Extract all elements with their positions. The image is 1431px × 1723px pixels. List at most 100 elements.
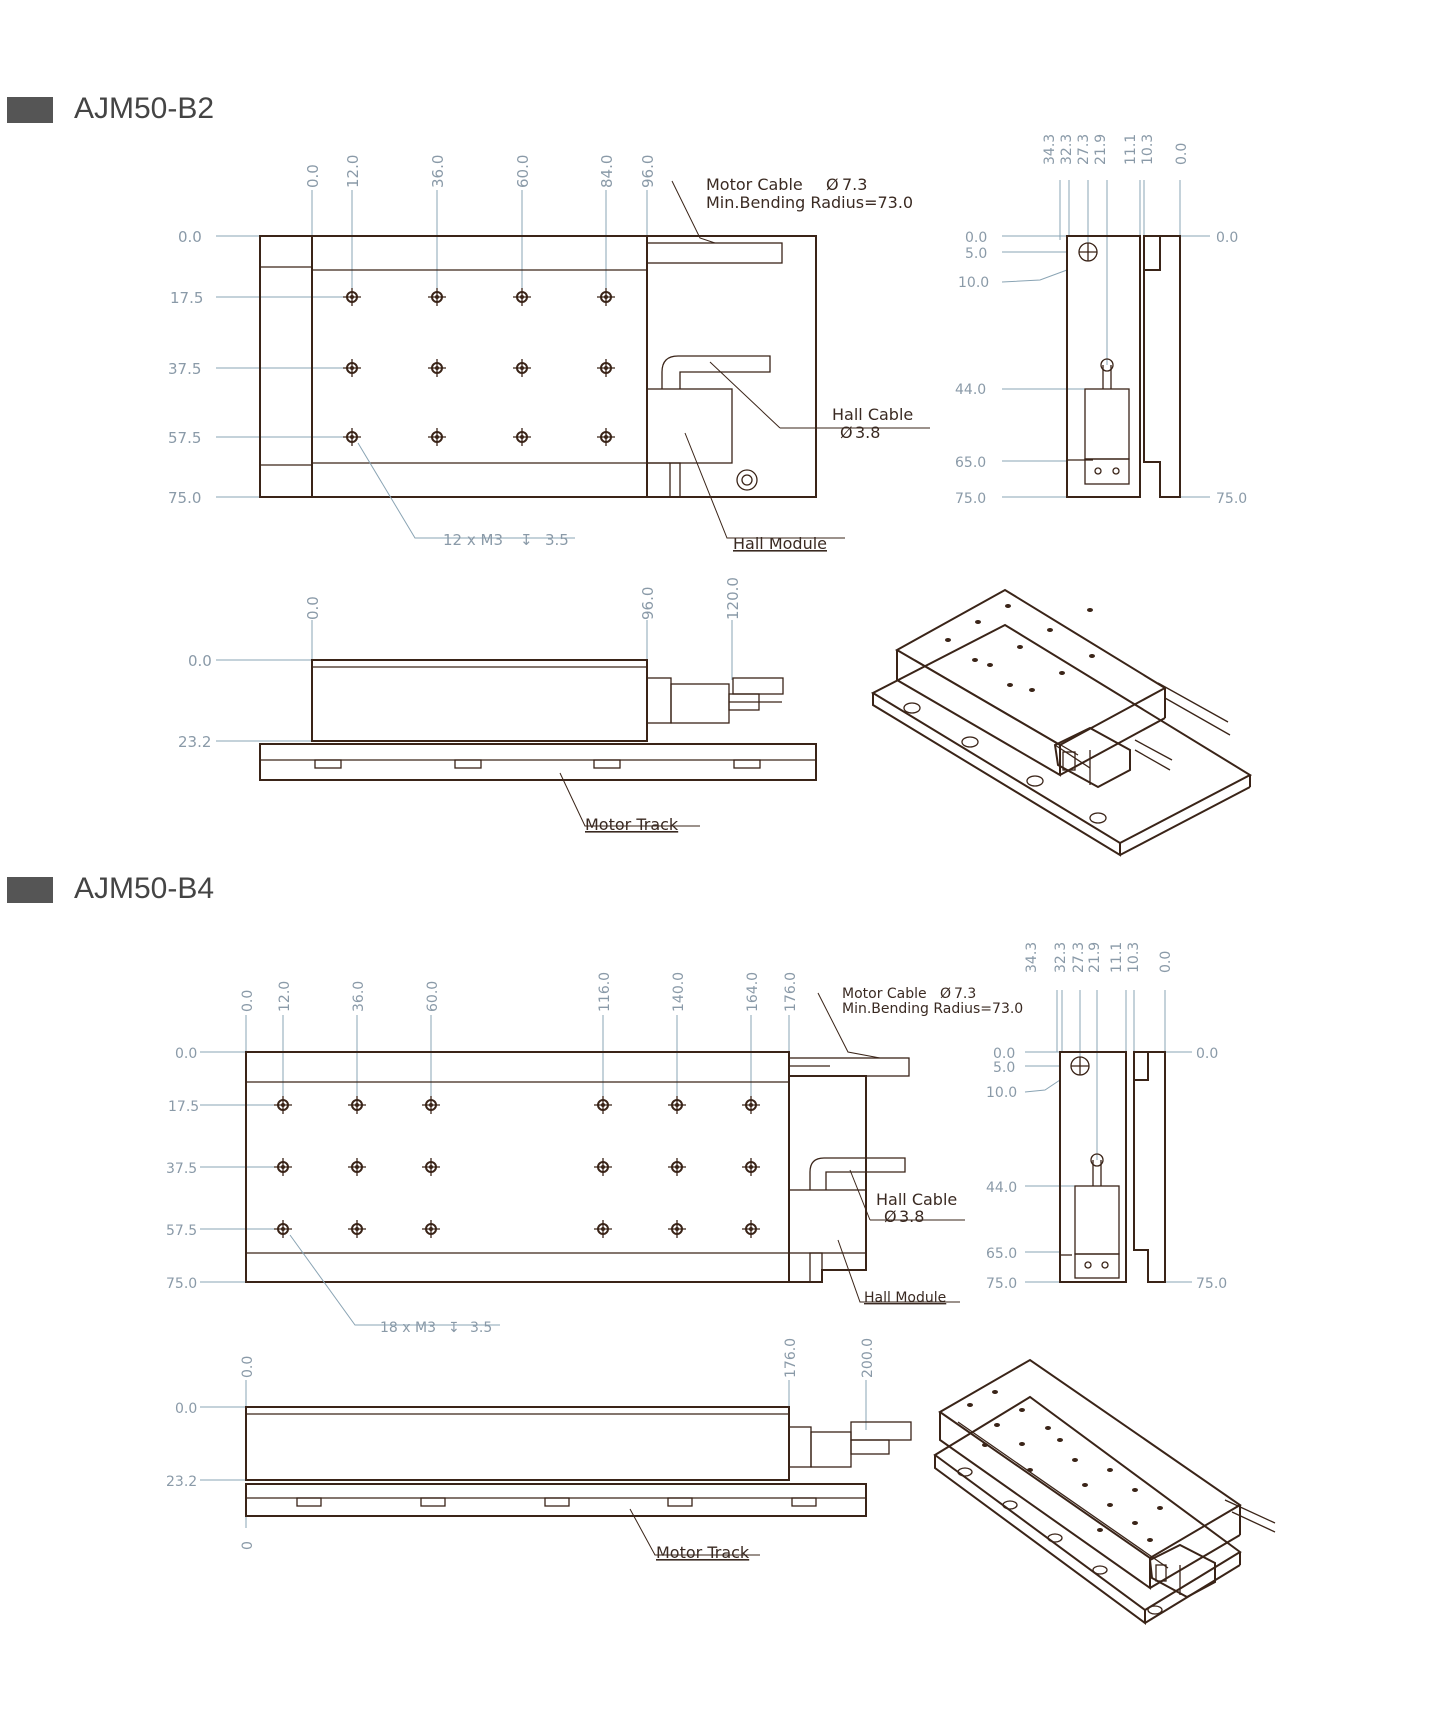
dim-y-0: 0.0: [178, 228, 202, 246]
b4-side-dim-27: 27.3: [1071, 942, 1087, 973]
front-y-23: 23.2: [178, 733, 211, 751]
b4-front-view: 0.0 176.0 200.0 0.0 23.2 0 Motor Track: [166, 1338, 912, 1562]
iso-hole: [994, 1423, 1000, 1427]
iso-hole: [1082, 1483, 1088, 1487]
side-l-44: 44.0: [955, 382, 986, 398]
iso-hole: [1027, 1468, 1033, 1472]
b4-front-x-176: 176.0: [783, 1338, 799, 1378]
iso-hole: [1072, 1458, 1078, 1462]
b4-motor-cable-dia-symbol: Ø: [940, 986, 951, 1002]
hall-cable-label: Hall Cable: [832, 405, 913, 424]
b4-side-dim-11: 11.1: [1109, 942, 1125, 973]
iso-hole: [1147, 1538, 1153, 1542]
iso-hole: [1097, 1528, 1103, 1532]
section-marker: [7, 877, 53, 903]
b4-hole-depth: 3.5: [470, 1320, 492, 1336]
dim-x-12: 12.0: [344, 155, 362, 188]
iso-hole: [1045, 1426, 1051, 1430]
b4-motor-cable-bend: Min.Bending Radius=73.0: [842, 1001, 1023, 1017]
dim-y-75: 75.0: [168, 489, 201, 507]
iso-hole: [945, 638, 951, 642]
motor-cable-bend: Min.Bending Radius=73.0: [706, 193, 913, 212]
depth-symbol: ↧: [520, 531, 533, 549]
side-dim-32: 32.3: [1059, 134, 1075, 165]
iso-hole: [1132, 1488, 1138, 1492]
side-dim-0: 0.0: [1174, 143, 1190, 165]
front-x-0: 0.0: [304, 596, 322, 620]
front-y-0: 0.0: [188, 652, 212, 670]
dim-x-96: 96.0: [639, 155, 657, 188]
b2-isometric: [870, 588, 1253, 857]
model-title-b4: AJM50-B4: [74, 872, 215, 905]
b4-dim-y-0: 0.0: [175, 1046, 197, 1062]
iso-hole: [992, 1390, 998, 1394]
iso-hole: [972, 658, 978, 662]
mounting-holes: [274, 1096, 760, 1238]
b4-hall-cable-dia: 3.8: [899, 1207, 924, 1226]
b4-front-y-23: 23.2: [166, 1474, 197, 1490]
side-l-10: 10.0: [958, 275, 989, 291]
iso-hole: [982, 1443, 988, 1447]
b4-dim-x-0: 0.0: [240, 990, 256, 1012]
iso-hole: [1107, 1468, 1113, 1472]
hall-module-label: Hall Module: [733, 534, 827, 553]
dim-x-84: 84.0: [598, 155, 616, 188]
b4-side-dim-21: 21.9: [1087, 942, 1103, 973]
iso-hole: [1059, 671, 1065, 675]
model-title-b2: AJM50-B2: [74, 92, 215, 125]
dim-x-0: 0.0: [304, 164, 322, 188]
b4-front-x-200: 200.0: [860, 1338, 876, 1378]
iso-hole: [1007, 683, 1013, 687]
iso-hole: [1089, 654, 1095, 658]
iso-hole: [1107, 1503, 1113, 1507]
iso-hole: [975, 620, 981, 624]
iso-hole: [1019, 1408, 1025, 1412]
b4-front-x-0: 0.0: [240, 1356, 256, 1378]
front-x-96: 96.0: [639, 587, 657, 620]
iso-hole: [1005, 604, 1011, 608]
b4-dim-x-36: 36.0: [351, 981, 367, 1012]
b4-side-l-65: 65.0: [986, 1246, 1017, 1262]
side-dim-27: 27.3: [1076, 134, 1092, 165]
b2-front-view: 0.0 96.0 120.0 0.0 23.2 Motor Track: [178, 577, 817, 834]
side-l-5: 5.0: [965, 246, 987, 262]
b4-side-dim-32: 32.3: [1053, 942, 1069, 973]
side-r-0: 0.0: [1216, 230, 1238, 246]
motor-cable-label: Motor Cable: [706, 175, 803, 194]
iso-hole: [1087, 608, 1093, 612]
b4-dim-x-12: 12.0: [277, 981, 293, 1012]
b4-dim-y-57: 57.5: [166, 1223, 197, 1239]
iso-hole: [1157, 1506, 1163, 1510]
side-dim-10: 10.3: [1140, 134, 1156, 165]
b4-top-view: 0.0 12.0 36.0 60.0 116.0 140.0 164.0 176…: [166, 972, 1023, 1336]
b4-hole-note: 18 x M3: [380, 1320, 436, 1336]
dim-x-36: 36.0: [429, 155, 447, 188]
motor-cable-dia: 7.3: [842, 175, 867, 194]
b4-dim-x-164: 164.0: [745, 972, 761, 1012]
hall-cable-dia-symbol: Ø: [840, 423, 853, 442]
b4-motor-track-label: Motor Track: [656, 1543, 750, 1562]
b4-side-dim-34: 34.3: [1024, 942, 1040, 973]
b2-side-view: 34.3 32.3 27.3 21.9 11.1 10.3 0.0 0.0 5.…: [955, 134, 1247, 507]
side-r-75: 75.0: [1216, 491, 1247, 507]
dim-y-17: 17.5: [170, 289, 203, 307]
b4-front-y-origin: 0: [240, 1541, 256, 1550]
b4-dim-y-75: 75.0: [166, 1276, 197, 1292]
b4-dim-x-60: 60.0: [425, 981, 441, 1012]
iso-hole: [1047, 628, 1053, 632]
b4-dim-x-116: 116.0: [597, 972, 613, 1012]
b4-hall-cable-label: Hall Cable: [876, 1190, 957, 1209]
side-l-65: 65.0: [955, 455, 986, 471]
dim-y-57: 57.5: [168, 429, 201, 447]
iso-hole: [967, 1403, 973, 1407]
motor-cable-dia-symbol: Ø: [826, 175, 839, 194]
b4-dim-y-17: 17.5: [168, 1099, 199, 1115]
mounting-holes: [343, 288, 615, 446]
b4-side-l-0: 0.0: [993, 1046, 1015, 1062]
b4-side-dim-0: 0.0: [1158, 951, 1174, 973]
motor-track-label: Motor Track: [585, 815, 679, 834]
hole-note: 12 x M3: [443, 531, 503, 549]
hole-depth: 3.5: [545, 531, 569, 549]
